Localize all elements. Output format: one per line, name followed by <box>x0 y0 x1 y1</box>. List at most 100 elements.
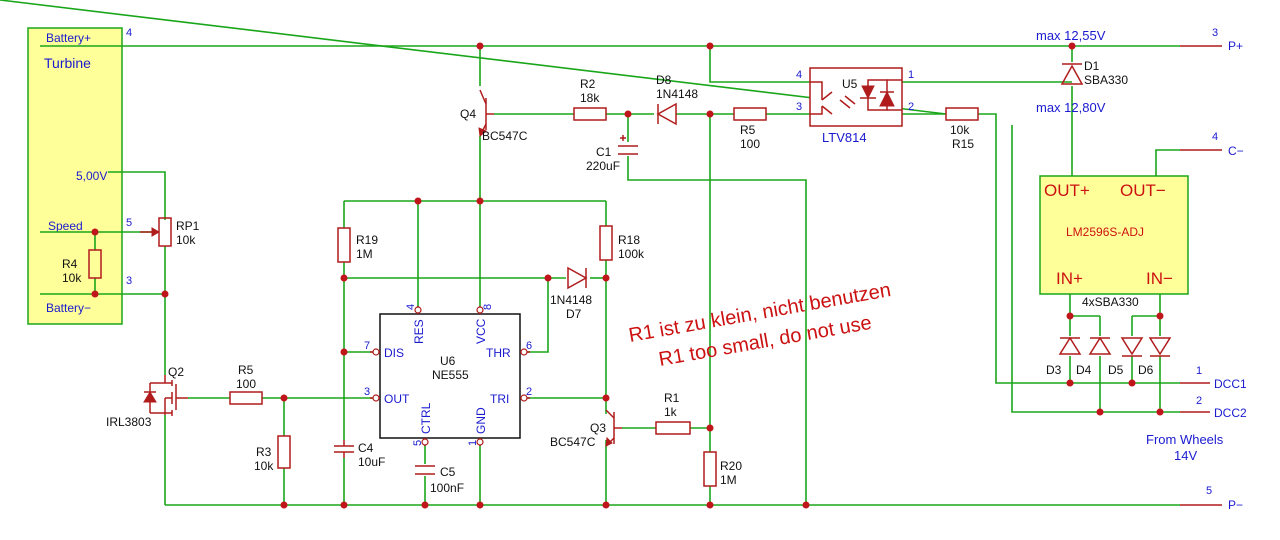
turbine-pin-battery-minus: Battery− <box>46 301 91 315</box>
output-stubs: 3 P+ 4 C− 1 DCC1 2 DCC2 5 P− <box>1180 27 1247 512</box>
turbine-num-5: 5 <box>126 217 132 229</box>
r5b-resistor: R5 100 <box>733 107 767 151</box>
r3-resistor: R3 10k <box>254 435 291 473</box>
reg-value: LM2596S-ADJ <box>1066 225 1144 239</box>
q2-ref: Q2 <box>168 365 184 379</box>
dcc2-num: 2 <box>1196 395 1202 407</box>
r4-value: 10k <box>62 271 82 285</box>
turbine-num-3: 3 <box>126 275 132 287</box>
r1-value: 1k <box>664 405 678 419</box>
u5-value: LTV814 <box>822 130 867 145</box>
u5-ref: U5 <box>842 77 858 91</box>
r4-ref: R4 <box>62 257 78 271</box>
junction-dot <box>802 501 810 509</box>
reg-out-minus: OUT− <box>1120 181 1166 200</box>
d6-ref: D6 <box>1138 363 1154 377</box>
q3-transistor: Q3 BC547C <box>550 409 622 449</box>
u6-num-4: 4 <box>405 304 417 310</box>
q3-ref: Q3 <box>590 421 606 435</box>
q3-value: BC547C <box>550 435 596 449</box>
junction-dot <box>476 42 484 50</box>
u6-num-5: 5 <box>412 440 424 446</box>
u6-num-1: 1 <box>467 440 479 446</box>
r20-value: 1M <box>720 473 737 487</box>
c5-ref: C5 <box>440 465 456 479</box>
junction-dot <box>161 290 169 298</box>
junction-dot <box>1128 379 1136 387</box>
junction-dot <box>1156 408 1164 416</box>
r4-resistor: R4 10k <box>62 249 102 285</box>
junction-dot <box>624 110 632 118</box>
junction-dot <box>476 501 484 509</box>
u6-pin-dis: DIS <box>384 346 404 360</box>
reg-out-plus: OUT+ <box>1044 181 1090 200</box>
c-minus-label: C− <box>1228 144 1244 158</box>
u5-optocoupler: 4 3 1 2 U5 LTV814 <box>796 67 914 145</box>
bridge-value: 4xSBA330 <box>1082 295 1139 309</box>
note-max-1: max 12,55V <box>1036 28 1106 43</box>
junction-dot <box>602 394 610 402</box>
bridge-rectifier: 4xSBA330 D3 D4 D5 D6 <box>1046 295 1172 377</box>
r15-resistor: 10k R15 <box>945 107 979 151</box>
turbine-title: Turbine <box>44 55 91 71</box>
d7-ref: D7 <box>566 307 582 321</box>
rp1-ref: RP1 <box>176 219 200 233</box>
c1-capacitor: C1 220uF <box>586 135 638 173</box>
r19-resistor: R19 1M <box>337 227 378 263</box>
u6-pin-tri: TRI <box>490 392 509 406</box>
d7-value: 1N4148 <box>550 293 592 307</box>
r15-ref: R15 <box>952 137 974 151</box>
dcc1-label: DCC1 <box>1214 377 1247 391</box>
r3-ref: R3 <box>256 445 272 459</box>
r5b-ref: R5 <box>740 123 756 137</box>
junction-dot <box>91 290 99 298</box>
junction-dot <box>706 501 714 509</box>
d1-ref: D1 <box>1084 59 1100 73</box>
dcc1-num: 1 <box>1196 365 1202 377</box>
u6-num-8: 8 <box>482 304 494 310</box>
junction-dot <box>91 228 99 236</box>
r2-ref: R2 <box>580 77 596 91</box>
wires <box>0 0 1180 506</box>
junction-dot <box>706 42 714 50</box>
u5-pin-1: 1 <box>908 69 914 81</box>
junction-dot <box>421 501 429 509</box>
u6-pin-out: OUT <box>384 392 410 406</box>
u5-pin-4: 4 <box>796 69 802 81</box>
rp1-value: 10k <box>176 233 196 247</box>
p-plus-label: P+ <box>1228 39 1243 53</box>
junction-dot <box>602 501 610 509</box>
r3-value: 10k <box>254 459 274 473</box>
junction-dot <box>1066 379 1074 387</box>
p-minus-label: P− <box>1228 498 1243 512</box>
q4-transistor: Q4 BC547C <box>460 89 528 143</box>
q4-value: BC547C <box>482 129 528 143</box>
q4-ref: Q4 <box>460 107 476 121</box>
c4-ref: C4 <box>358 441 374 455</box>
r18-resistor: R18 100k <box>599 225 645 261</box>
junction-dot <box>414 197 422 205</box>
junction-dot <box>280 394 288 402</box>
u6-num-6: 6 <box>526 340 532 352</box>
turbine-pin-speed: Speed <box>48 219 83 233</box>
junction-dot <box>706 424 714 432</box>
note-from-wheels-voltage: 14V <box>1174 448 1197 463</box>
turbine-num-4: 4 <box>126 27 132 39</box>
c5-value: 100nF <box>430 481 464 495</box>
d8-value: 1N4148 <box>656 87 698 101</box>
u6-pin-ctrl: CTRL <box>419 402 433 434</box>
r5a-resistor: R5 100 <box>229 363 263 405</box>
reg-in-plus: IN+ <box>1056 269 1083 288</box>
r5a-ref: R5 <box>238 363 254 377</box>
u6-ref: U6 <box>440 354 456 368</box>
u6-pin-thr: THR <box>486 346 511 360</box>
u6-pin-gnd: GND <box>474 407 488 434</box>
junction-dot <box>1066 312 1074 320</box>
reg-in-minus: IN− <box>1146 269 1173 288</box>
u5-pin-2: 2 <box>908 101 914 113</box>
turbine-pin-battery-plus: Battery+ <box>46 31 91 45</box>
r15-value: 10k <box>950 123 970 137</box>
d8-diode: D8 1N4148 <box>656 73 698 126</box>
c4-capacitor: C4 10uF <box>334 440 385 469</box>
c5-capacitor: C5 100nF <box>415 465 464 495</box>
